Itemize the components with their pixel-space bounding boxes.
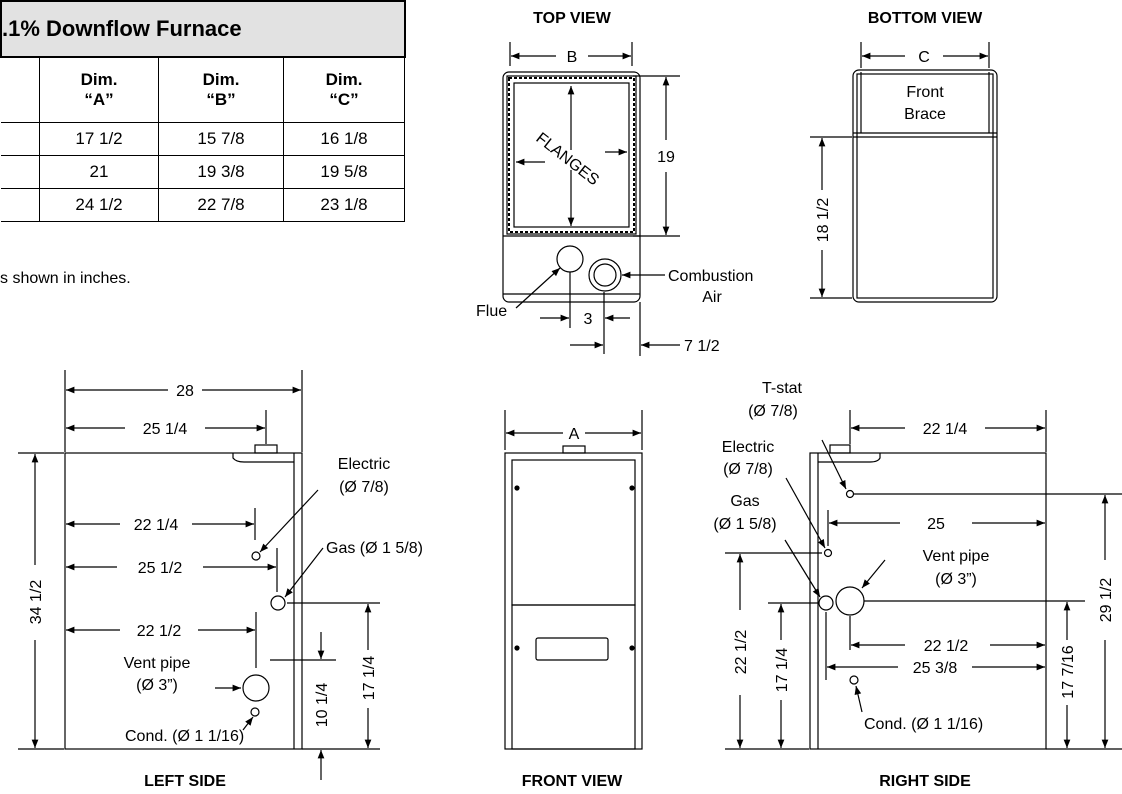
table-cell: 24 1/2	[39, 188, 159, 222]
dim-17-25-label: 17 1/4	[361, 656, 378, 701]
table-title-text: .1% Downflow Furnace	[2, 16, 242, 41]
bottom-view-title: BOTTOM VIEW	[868, 10, 983, 27]
tstat-hole	[845, 489, 855, 499]
table-cell: 23 1/8	[283, 188, 405, 222]
table-cell: 16 1/8	[283, 122, 405, 156]
electric-hole-right	[823, 548, 833, 558]
flanges-label: FLANGES	[533, 130, 602, 189]
dim-c-label: C	[918, 49, 930, 66]
left-side-drawing	[18, 370, 380, 780]
combustion-label-1: Combustion	[668, 268, 753, 285]
front-view-drawing	[504, 410, 643, 750]
table-header-a: Dim. “A”	[39, 56, 159, 123]
table-title: .1% Downflow Furnace	[0, 0, 406, 58]
dim-7-5-label: 7 1/2	[684, 338, 720, 355]
flue-label: Flue	[476, 303, 507, 320]
cond-hole	[250, 707, 260, 717]
dim-25-375-label: 25 3/8	[913, 660, 958, 677]
dim-19-label: 19	[657, 149, 675, 166]
electric-right-label-1: Electric	[722, 439, 774, 456]
electric-hole	[251, 551, 261, 561]
front-brace-label-2: Brace	[904, 106, 946, 123]
header-c-line1: Dim.	[325, 70, 363, 89]
front-view-title: FRONT VIEW	[522, 773, 623, 790]
dim-18-5-label: 18 1/2	[815, 198, 832, 243]
gas-hole	[270, 595, 286, 611]
cond-right-label: Cond. (Ø 1 1/16)	[864, 716, 983, 733]
dim-25-right-label: 25	[927, 516, 945, 533]
header-c-line2: “C”	[329, 90, 359, 109]
tstat-label-1: T-stat	[762, 380, 803, 397]
gas-right-label-1: Gas	[730, 493, 759, 510]
dim-3-label: 3	[584, 311, 593, 328]
gas-right-label-2: (Ø 1 5/8)	[713, 516, 776, 533]
vent-right-label-2: (Ø 3”)	[935, 571, 977, 588]
cond-label: Cond. (Ø 1 1/16)	[125, 728, 244, 745]
left-side-title: LEFT SIDE	[144, 773, 226, 790]
flue-circle	[556, 245, 584, 273]
electric-right-label-2: (Ø 7/8)	[723, 461, 773, 478]
header-b-line1: Dim.	[202, 70, 240, 89]
vent-label-1: Vent pipe	[124, 655, 191, 672]
electric-label-2: (Ø 7/8)	[339, 479, 389, 496]
dim-34-5-label: 34 1/2	[28, 580, 45, 625]
top-view-title: TOP VIEW	[533, 10, 612, 27]
vent-label-2: (Ø 3”)	[136, 677, 178, 694]
header-a-line1: Dim.	[80, 70, 118, 89]
dim-10-25-label: 10 1/4	[314, 683, 331, 728]
dim-22-25-right-label: 22 1/4	[923, 421, 968, 438]
right-side-drawing	[725, 410, 1122, 750]
dim-b-label: B	[567, 49, 578, 66]
gas-hole-right	[818, 595, 834, 611]
table-cell: 19 5/8	[283, 155, 405, 189]
combustion-label-2: Air	[702, 289, 722, 306]
table-cell: 17 1/2	[39, 122, 159, 156]
dimension-table-section: .1% Downflow Furnace Dim. “A” Dim. “B” D…	[0, 0, 406, 222]
dim-22-5-label: 22 1/2	[137, 623, 182, 640]
header-b-line2: “B”	[206, 90, 236, 109]
tstat-label-2: (Ø 7/8)	[748, 403, 798, 420]
dim-22-25-label: 22 1/4	[134, 517, 179, 534]
gas-label: Gas (Ø 1 5/8)	[326, 540, 423, 557]
electric-label-1: Electric	[338, 456, 390, 473]
dim-29-5-label: 29 1/2	[1098, 578, 1115, 623]
vent-pipe-hole	[242, 674, 270, 702]
dim-17-7-16-label: 17 7/16	[1060, 645, 1077, 698]
dim-a-label: A	[569, 426, 580, 443]
bottom-view-drawing	[810, 42, 998, 303]
vent-right-label-1: Vent pipe	[923, 548, 990, 565]
cond-hole-right	[849, 675, 859, 685]
front-brace-label-1: Front	[906, 84, 944, 101]
dim-25-25-label: 25 1/4	[143, 421, 188, 438]
dim-28-label: 28	[176, 383, 194, 400]
vent-pipe-hole-right	[835, 586, 865, 616]
table-cell-cut	[1, 188, 40, 222]
table-cell: 22 7/8	[158, 188, 284, 222]
dimension-table: .1% Downflow Furnace Dim. “A” Dim. “B” D…	[0, 0, 406, 222]
right-side-title: RIGHT SIDE	[879, 773, 971, 790]
header-a-line2: “A”	[84, 90, 114, 109]
table-row: 24 1/2 22 7/8 23 1/8	[1, 188, 405, 222]
table-note: s shown in inches.	[0, 270, 131, 287]
dim-22-5-right-inner-label: 22 1/2	[924, 638, 969, 655]
combustion-air-circle	[588, 258, 622, 292]
top-view-drawing	[502, 42, 680, 356]
dim-17-25-right-label: 17 1/4	[774, 648, 791, 693]
table-row: 17 1/2 15 7/8 16 1/8	[1, 122, 405, 156]
dim-25-5-label: 25 1/2	[138, 560, 183, 577]
dim-22-5-right-label: 22 1/2	[733, 630, 750, 675]
